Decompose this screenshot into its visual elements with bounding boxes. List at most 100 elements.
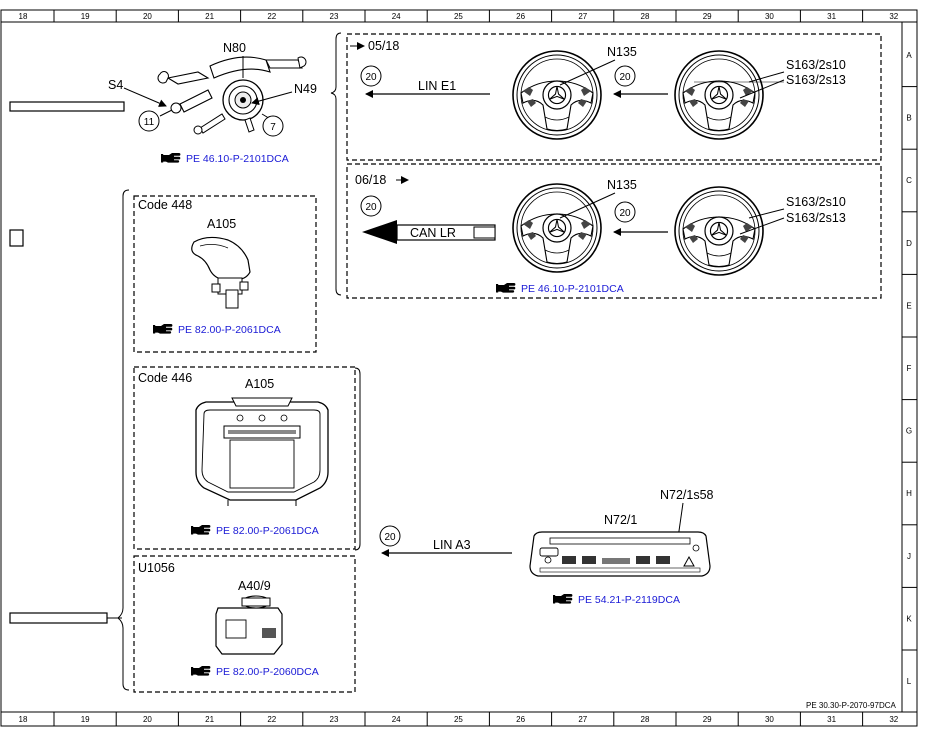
column-tick-19: 19 xyxy=(81,12,90,21)
brace-modules xyxy=(117,189,130,691)
label-s4: S4 xyxy=(108,78,123,92)
selector-lever-module xyxy=(191,236,251,309)
upper-callout-20-left xyxy=(360,65,382,87)
stub-connector-top xyxy=(9,101,125,112)
box-code-446 xyxy=(133,366,356,550)
console-trim-module xyxy=(195,397,329,506)
code-448-part: A105 xyxy=(207,217,236,231)
steering-wheel-s163-lower xyxy=(675,187,763,275)
column-tick-25: 25 xyxy=(454,715,463,724)
svg-text:20: 20 xyxy=(365,202,377,213)
upper-label-n135: N135 xyxy=(607,45,637,59)
column-tick-19: 19 xyxy=(81,715,90,724)
lower-date: 06/18 xyxy=(355,173,386,187)
upper-label-s163-2s10: S163/2s10 xyxy=(786,58,846,72)
outer-frame xyxy=(0,9,918,727)
upper-date: 05/18 xyxy=(368,39,399,53)
ref-link-steering[interactable]: PE 46.10-P-2101DCA xyxy=(521,283,624,295)
column-tick-22: 22 xyxy=(267,12,276,21)
column-tick-23: 23 xyxy=(330,715,339,724)
column-tick-23: 23 xyxy=(330,12,339,21)
lower-label-s163-2s13: S163/2s13 xyxy=(786,211,846,225)
callout-circle-7 xyxy=(262,115,284,137)
stub-connector-bottom xyxy=(9,612,108,624)
u1056-label: U1056 xyxy=(138,561,175,575)
steering-wheel-n135-lower xyxy=(513,184,601,272)
ref-link-code-448[interactable]: PE 82.00-P-2061DCA xyxy=(178,324,281,336)
column-tick-24: 24 xyxy=(392,12,401,21)
ref-link-climate[interactable]: PE 54.21-P-2119DCA xyxy=(578,594,680,606)
panel-lower-0618 xyxy=(346,163,882,299)
box-code-448 xyxy=(133,195,317,353)
column-tick-18: 18 xyxy=(19,12,28,21)
column-tick-21: 21 xyxy=(205,12,214,21)
column-tick-20: 20 xyxy=(143,12,152,21)
upper-bus-lin-e1: LIN E1 xyxy=(418,79,456,93)
column-tick-29: 29 xyxy=(703,12,712,21)
code-446-part: A105 xyxy=(245,377,274,391)
column-tick-26: 26 xyxy=(516,715,525,724)
callout-7-text: 7 xyxy=(270,122,276,133)
column-tick-30: 30 xyxy=(765,12,774,21)
column-tick-32: 32 xyxy=(889,715,898,724)
steering-wheel-s163-upper xyxy=(675,51,763,139)
ref-link-code-446[interactable]: PE 82.00-P-2061DCA xyxy=(216,525,319,537)
column-tick-24: 24 xyxy=(392,715,401,724)
lower-callout-20-left xyxy=(360,195,382,217)
panel-upper-0518 xyxy=(346,33,882,161)
stub-connector-mid xyxy=(9,229,24,247)
row-tick-G: G xyxy=(906,427,912,436)
label-n49: N49 xyxy=(294,82,317,96)
column-tick-27: 27 xyxy=(578,715,587,724)
steering-column-module xyxy=(157,56,307,135)
brace-steering xyxy=(330,32,342,296)
pointing-hand-icon xyxy=(161,153,181,163)
can-lr-arrow xyxy=(362,220,397,244)
u1056-part: A40/9 xyxy=(238,579,271,593)
pointing-hand-icon xyxy=(191,525,211,535)
lower-label-s163-2s10: S163/2s10 xyxy=(786,195,846,209)
label-n80: N80 xyxy=(223,41,246,55)
pointing-hand-icon xyxy=(191,666,211,676)
column-tick-21: 21 xyxy=(205,715,214,724)
svg-text:20: 20 xyxy=(365,72,377,83)
row-tick-H: H xyxy=(906,489,912,498)
pointing-hand-icon xyxy=(153,324,173,334)
column-tick-20: 20 xyxy=(143,715,152,724)
row-tick-E: E xyxy=(906,301,911,310)
lower-callout-20-right xyxy=(614,201,636,223)
ref-link-n80[interactable]: PE 46.10-P-2101DCA xyxy=(186,153,289,165)
label-n72-1s58: N72/1s58 xyxy=(660,488,714,502)
row-tick-B: B xyxy=(906,114,911,123)
column-tick-22: 22 xyxy=(267,715,276,724)
row-tick-K: K xyxy=(906,614,912,623)
row-tick-C: C xyxy=(906,176,912,185)
column-tick-25: 25 xyxy=(454,12,463,21)
lower-bus-can-lr: CAN LR xyxy=(410,226,456,240)
pointing-hand-icon xyxy=(553,594,573,604)
ref-link-u1056[interactable]: PE 82.00-P-2060DCA xyxy=(216,666,319,678)
climate-callout-20 xyxy=(379,525,401,547)
row-tick-L: L xyxy=(907,677,912,686)
callout-11-text: 11 xyxy=(144,117,155,128)
svg-text:20: 20 xyxy=(384,532,396,543)
callout-circle-11 xyxy=(138,110,160,132)
box-u1056 xyxy=(133,555,356,693)
column-tick-28: 28 xyxy=(641,12,650,21)
steering-wheel-n135-upper xyxy=(513,51,601,139)
label-n72-1: N72/1 xyxy=(604,513,637,527)
document-code: PE 30.30-P-2070-97DCA xyxy=(806,701,896,710)
row-tick-D: D xyxy=(906,239,912,248)
column-tick-28: 28 xyxy=(641,715,650,724)
lower-label-n135: N135 xyxy=(607,178,637,192)
row-tick-J: J xyxy=(907,552,911,561)
column-tick-31: 31 xyxy=(827,12,836,21)
climate-control-panel xyxy=(529,531,711,577)
pointing-hand-icon xyxy=(496,283,516,293)
column-tick-29: 29 xyxy=(703,715,712,724)
